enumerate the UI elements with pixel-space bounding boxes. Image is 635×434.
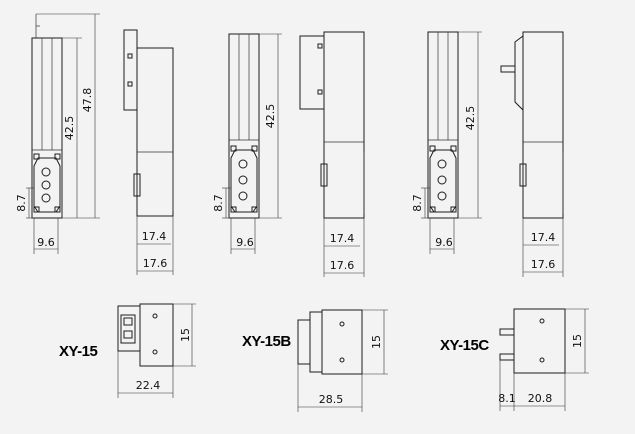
- xy15b-side-inner-label: 17.4: [330, 232, 355, 245]
- xy15b-top-view: XY-15B 15 28.5: [242, 309, 388, 412]
- xy15b-model-label: XY-15B: [242, 333, 291, 350]
- xy15b-port-dimensions: 8.7 9.6: [212, 187, 256, 254]
- xy15c-side-outer-label: 17.6: [531, 258, 556, 271]
- xy15-top-length-label: 22.4: [136, 379, 161, 392]
- xy15-port-width-label: 9.6: [37, 236, 55, 249]
- xy15c-top-view: XY-15C 15 8.1 20.8: [440, 308, 589, 411]
- xy15c-port-dimensions: 8.7 9.6: [411, 187, 455, 254]
- xy15c-side-inner-label: 17.4: [531, 231, 556, 244]
- xy15b-height-dimensions: 42.5: [259, 33, 282, 219]
- xy15b-port-pitch-label: 8.7: [212, 194, 225, 212]
- xy15c-pin-length-label: 8.1: [498, 392, 516, 405]
- xy15c-side-dimensions: 17.4 17.6: [522, 218, 564, 277]
- xy15c-top-length-label: 20.8: [528, 392, 553, 405]
- xy15-side-inner-label: 17.4: [142, 230, 167, 243]
- xy15b-side-dimensions: 17.4 17.6: [323, 218, 365, 277]
- xy15-model-label: XY-15: [59, 343, 98, 360]
- xy15c-height-dimensions: 42.5: [458, 31, 482, 219]
- xy15b-top-length-label: 28.5: [319, 393, 344, 406]
- xy15-front-view: [31, 14, 63, 219]
- xy15c-port-width-label: 9.6: [435, 236, 453, 249]
- xy15-height-dimensions: 42.5 47.8: [36, 13, 100, 219]
- xy15b-port-width-label: 9.6: [236, 236, 254, 249]
- xy15b-side-outer-label: 17.6: [330, 259, 355, 272]
- xy15-port-pitch-label: 8.7: [15, 194, 28, 212]
- xy15-side-view: [123, 29, 174, 217]
- xy15b-top-height-label: 15: [370, 335, 383, 349]
- xy15c-port-pitch-label: 8.7: [411, 194, 424, 212]
- xy15-height-total-label: 47.8: [81, 88, 94, 113]
- xy15b-height-body-label: 42.5: [264, 104, 277, 129]
- xy15-side-dimensions: 17.4 17.6: [136, 216, 174, 275]
- xy15b-side-view: [299, 31, 365, 219]
- xy15b-front-view: [228, 33, 260, 219]
- xy15-port-dimensions: 8.7 9.6: [15, 187, 59, 254]
- xy15c-front-view: [427, 31, 459, 219]
- xy15c-height-body-label: 42.5: [464, 106, 477, 131]
- xy15-top-view: XY-15 15 22.4: [59, 303, 196, 398]
- xy15c-side-view: [500, 31, 564, 219]
- xy15-top-height-label: 15: [179, 328, 192, 342]
- xy15-height-body-label: 42.5: [63, 116, 76, 141]
- xy15c-model-label: XY-15C: [440, 337, 489, 354]
- xy15-side-outer-label: 17.6: [143, 257, 168, 270]
- xy15c-top-height-label: 15: [571, 334, 584, 348]
